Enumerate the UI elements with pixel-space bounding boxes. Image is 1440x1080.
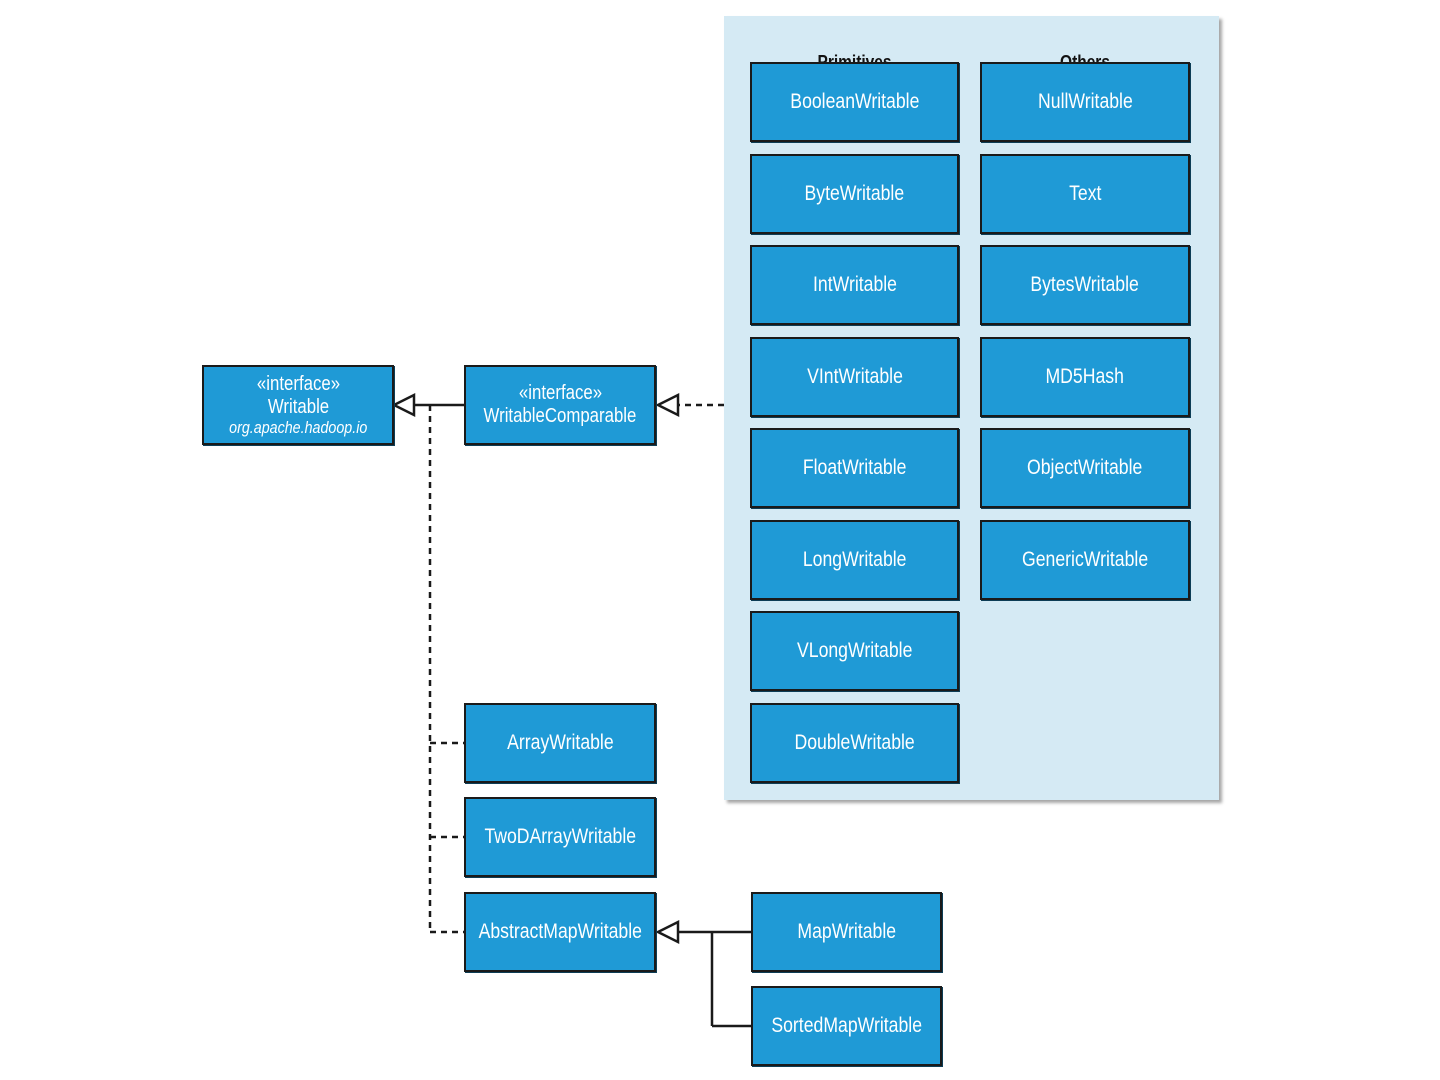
extends-arrowhead-abstractmap [655,919,680,945]
class-box-longwritable: LongWritable [750,520,959,600]
class-label: IntWritable [812,273,897,296]
class-box-booleanwritable: BooleanWritable [750,62,959,142]
class-box-floatwritable: FloatWritable [750,428,959,508]
class-box-vlongwritable: VLongWritable [750,611,959,691]
class-label: NullWritable [1037,90,1133,113]
class-box-byteswritable: BytesWritable [980,245,1190,325]
class-label: MapWritable [797,920,896,943]
class-box-mapwritable: MapWritable [751,892,942,972]
class-box-genericwritable: GenericWritable [980,520,1190,600]
writable-comparable-interface-box: «interface» WritableComparable [464,365,656,445]
class-label: BooleanWritable [789,90,920,113]
class-label: SortedMapWritable [771,1014,922,1037]
writable-package: org.apache.hadoop.io [228,418,368,437]
class-label: VLongWritable [796,639,913,662]
writable-comparable-impls-panel: Primitives Others BooleanWritable ByteWr… [724,16,1219,800]
class-label: Text [1068,182,1102,205]
writable-interface-box: «interface» Writable org.apache.hadoop.i… [202,365,394,445]
class-label: LongWritable [802,548,907,571]
class-box-abstractmapwritable: AbstractMapWritable [464,892,656,972]
class-label: ByteWritable [804,182,905,205]
class-label: ArrayWritable [506,731,614,754]
class-label: ObjectWritable [1027,456,1143,479]
extends-arrowhead-writable [391,392,416,418]
class-label: DoubleWritable [794,731,915,754]
class-label: BytesWritable [1030,273,1140,296]
class-box-nullwritable: NullWritable [980,62,1190,142]
class-label: AbstractMapWritable [478,920,642,943]
class-label: GenericWritable [1021,548,1149,571]
class-label: FloatWritable [802,456,907,479]
class-box-objectwritable: ObjectWritable [980,428,1190,508]
class-box-doublewritable: DoubleWritable [750,703,959,783]
writable-name: Writable [267,396,329,418]
class-label: VIntWritable [806,365,903,388]
comparable-name: WritableComparable [483,405,637,427]
class-box-text: Text [980,154,1190,234]
class-label: MD5Hash [1045,365,1125,388]
realize-arrowhead-comparable [655,392,680,418]
writable-stereotype: «interface» [256,373,340,395]
class-box-twodarraywritable: TwoDArrayWritable [464,797,656,877]
class-label: TwoDArrayWritable [484,825,636,848]
class-box-arraywritable: ArrayWritable [464,703,656,783]
class-box-bytewritable: ByteWritable [750,154,959,234]
class-box-intwritable: IntWritable [750,245,959,325]
class-box-vintwritable: VIntWritable [750,337,959,417]
class-box-sortedmapwritable: SortedMapWritable [751,986,942,1066]
comparable-stereotype: «interface» [518,382,602,404]
class-box-md5hash: MD5Hash [980,337,1190,417]
